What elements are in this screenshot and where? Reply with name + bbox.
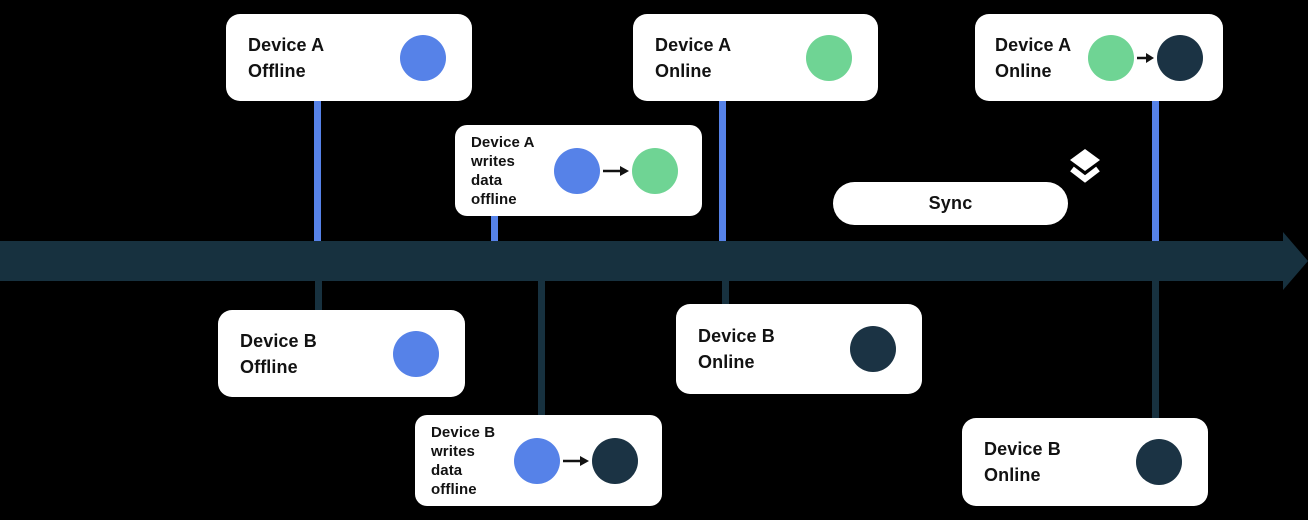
status-dot-dark xyxy=(1157,34,1203,81)
connector-device-a-offline xyxy=(314,96,321,241)
card-label: Device A Online xyxy=(995,32,1071,84)
card-label-line: Device A xyxy=(655,34,732,55)
card-label: Device A Offline xyxy=(248,32,324,84)
card-label-line: Device A xyxy=(248,34,325,55)
card-device-a-online-synced: Device A Online xyxy=(975,14,1223,101)
card-label: Device A Online xyxy=(655,32,731,84)
arrow-right-icon xyxy=(563,455,589,466)
card-device-a-online: Device A Online xyxy=(633,14,878,101)
status-dot-green xyxy=(632,147,678,194)
card-device-a-offline: Device A Offline xyxy=(226,14,472,101)
card-label: Device B writes data offline xyxy=(431,423,495,499)
status-dot-dark xyxy=(850,326,896,372)
card-label-line: Device B xyxy=(431,423,496,441)
connector-device-a-online-sync xyxy=(1152,96,1159,241)
connector-device-b-online xyxy=(722,281,729,307)
card-label-line: data xyxy=(471,171,503,189)
card-label-line: Online xyxy=(655,60,712,81)
card-label-line: Device A xyxy=(471,133,535,151)
status-dots xyxy=(850,326,896,372)
status-dots xyxy=(400,34,446,81)
card-label-line: writes xyxy=(431,442,475,460)
status-dots xyxy=(1088,34,1203,81)
card-label: Device B Online xyxy=(698,323,775,375)
card-label-line: offline xyxy=(431,480,477,498)
status-dot-dark xyxy=(1136,439,1182,485)
status-dots xyxy=(806,34,852,81)
status-dot-blue xyxy=(514,437,560,484)
card-label-line: Device B xyxy=(698,326,775,346)
card-device-b-online: Device B Online xyxy=(676,304,922,394)
card-device-b-writes-data-offline: Device B writes data offline xyxy=(415,415,662,506)
card-label-line: data xyxy=(431,461,463,479)
card-label-line: Online xyxy=(995,60,1052,81)
status-dot-dark xyxy=(592,437,638,484)
card-label-line: Online xyxy=(984,465,1041,485)
timeline-arrowhead-icon xyxy=(1283,232,1308,290)
arrow-right-icon xyxy=(1137,52,1154,63)
status-dot-green xyxy=(1088,34,1134,81)
card-label: Device A writes data offline xyxy=(471,133,535,209)
card-label-line: Offline xyxy=(240,356,298,377)
status-dot-blue xyxy=(400,34,446,81)
sync-button[interactable]: Sync xyxy=(833,182,1068,225)
arrow-right-icon xyxy=(603,165,629,176)
connector-device-a-online xyxy=(719,96,726,241)
card-label-line: writes xyxy=(471,152,515,170)
status-dots xyxy=(514,437,638,484)
status-dots xyxy=(393,330,439,377)
timeline-bar xyxy=(0,241,1283,281)
card-device-a-writes-data-offline: Device A writes data offline xyxy=(455,125,702,216)
connector-device-a-writes xyxy=(491,210,498,241)
card-label-line: Device A xyxy=(995,34,1072,55)
card-label: Device B Online xyxy=(984,436,1061,488)
card-label-line: offline xyxy=(471,190,517,208)
layers-icon xyxy=(1070,149,1100,183)
status-dot-green xyxy=(806,34,852,81)
status-dots xyxy=(554,147,678,194)
status-dots xyxy=(1136,439,1182,485)
connector-device-b-online-sync xyxy=(1152,281,1159,421)
card-label: Device B Offline xyxy=(240,328,317,380)
connector-device-b-offline xyxy=(315,281,322,314)
connector-device-b-writes xyxy=(538,281,545,418)
card-device-b-online-synced: Device B Online xyxy=(962,418,1208,506)
card-label-line: Offline xyxy=(248,60,306,81)
card-label-line: Device B xyxy=(984,439,1061,459)
card-device-b-offline: Device B Offline xyxy=(218,310,465,397)
card-label-line: Online xyxy=(698,352,755,372)
card-label-line: Device B xyxy=(240,330,317,351)
status-dot-blue xyxy=(393,330,439,377)
status-dot-blue xyxy=(554,147,600,194)
